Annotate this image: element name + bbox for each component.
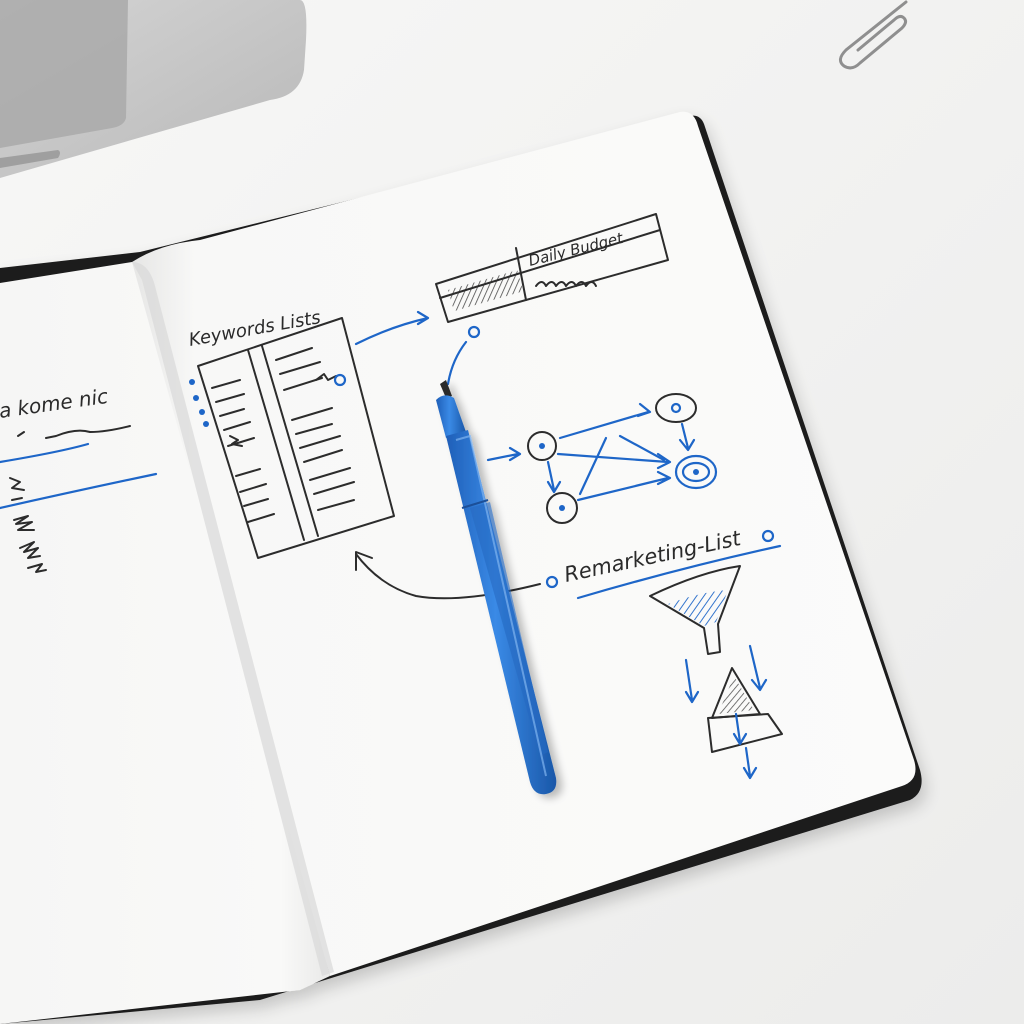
node-c (546, 492, 578, 524)
paperclip-icon (839, 0, 908, 70)
left-page (0, 262, 330, 1024)
right-page (132, 111, 916, 977)
funnel-icon (649, 565, 783, 780)
arrow-to-budget (354, 310, 430, 346)
node-d (674, 454, 718, 490)
node-a (527, 431, 557, 461)
laptop-corner (0, 0, 307, 178)
node-b (655, 393, 697, 423)
keywords-list-sheet (189, 317, 395, 559)
notebook (0, 111, 922, 1024)
flow-network (486, 393, 718, 524)
blue-pen (436, 380, 557, 795)
